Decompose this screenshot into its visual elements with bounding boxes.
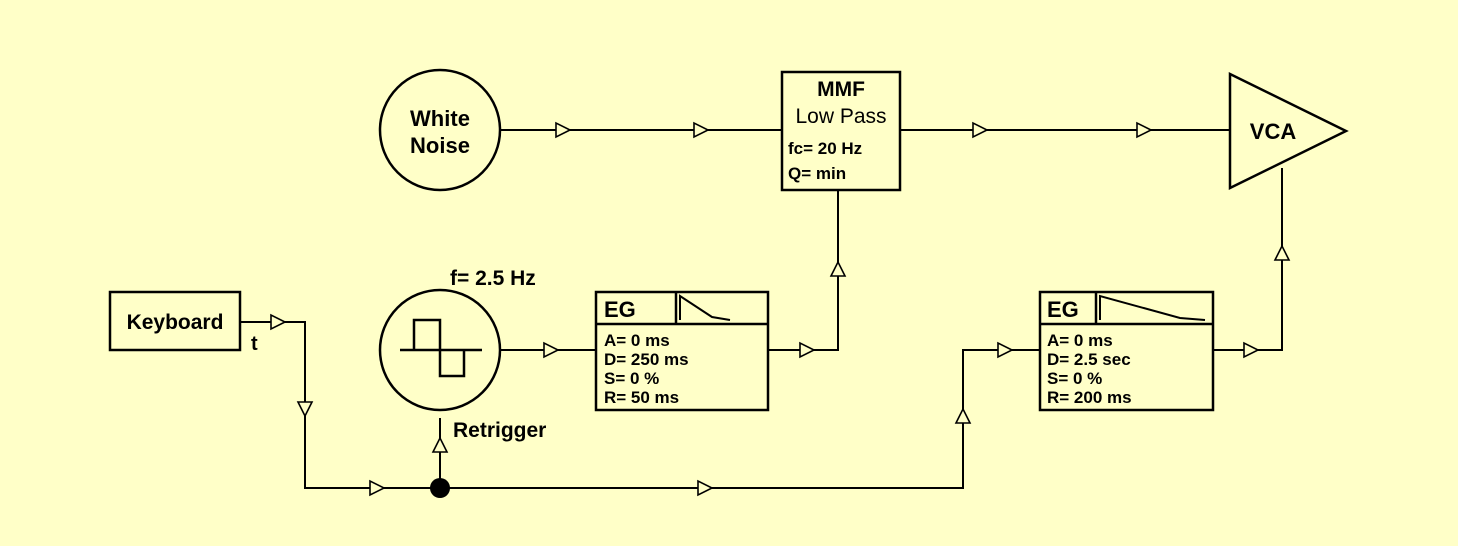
eg2-decay: D= 2.5 sec xyxy=(1047,350,1131,369)
wire-keyboard-gate xyxy=(240,321,1040,489)
arrow-down-icon xyxy=(296,401,314,418)
white-noise-label-line2: Noise xyxy=(410,133,470,158)
arrow-right-icon xyxy=(997,341,1014,359)
envelope-decay-icon xyxy=(679,294,731,321)
eg1-attack: A= 0 ms xyxy=(604,331,670,350)
eg1-decay: D= 250 ms xyxy=(604,350,689,369)
mmf-q: Q= min xyxy=(788,164,846,183)
eg1-sustain: S= 0 % xyxy=(604,369,659,388)
square-wave-icon xyxy=(400,318,482,378)
vca-label: VCA xyxy=(1250,119,1297,144)
mmf-module: MMF Low Pass fc= 20 Hz Q= min xyxy=(780,70,902,192)
arrow-right-icon xyxy=(1243,341,1260,359)
eg1-title: EG xyxy=(604,297,636,322)
arrow-right-icon xyxy=(799,341,816,359)
white-noise-module: White Noise xyxy=(378,68,502,192)
eg2-release: R= 200 ms xyxy=(1047,388,1132,407)
arrow-right-icon xyxy=(270,313,287,331)
arrow-up-icon xyxy=(829,260,847,277)
arrow-right-icon xyxy=(543,341,560,359)
eg2-module: EG A= 0 ms D= 2.5 sec S= 0 % R= 200 ms xyxy=(1038,290,1215,412)
white-noise-label-line1: White xyxy=(410,106,470,131)
lfo-retrigger-label: Retrigger xyxy=(453,419,546,442)
eg2-attack: A= 0 ms xyxy=(1047,331,1113,350)
arrow-right-icon xyxy=(693,121,710,139)
wire-eg2-to-vca xyxy=(1213,168,1283,351)
lfo-module: f= 2.5 Hz Retrigger xyxy=(378,267,546,442)
wire-eg1-to-mmf xyxy=(768,190,839,351)
envelope-decay-icon xyxy=(1099,294,1206,321)
arrow-right-icon xyxy=(1136,121,1153,139)
arrow-right-icon xyxy=(369,479,386,497)
flow-arrows xyxy=(270,121,1291,497)
keyboard-module: Keyboard t xyxy=(108,290,258,355)
arrow-right-icon xyxy=(972,121,989,139)
junction-dot xyxy=(430,478,450,498)
vca-module: VCA xyxy=(1228,71,1349,191)
eg2-title: EG xyxy=(1047,297,1079,322)
mmf-fc: fc= 20 Hz xyxy=(788,139,862,158)
eg1-module: EG A= 0 ms D= 250 ms S= 0 % R= 50 ms xyxy=(594,290,770,412)
keyboard-output-label: t xyxy=(251,333,258,355)
eg2-sustain: S= 0 % xyxy=(1047,369,1102,388)
arrow-right-icon xyxy=(697,479,714,497)
eg1-release: R= 50 ms xyxy=(604,388,679,407)
mmf-title: MMF xyxy=(817,78,865,101)
lfo-frequency: f= 2.5 Hz xyxy=(450,267,536,290)
arrow-up-icon xyxy=(1273,244,1291,261)
mmf-subtitle: Low Pass xyxy=(795,105,886,128)
arrow-up-icon xyxy=(431,436,449,453)
keyboard-label: Keyboard xyxy=(127,311,224,334)
arrow-right-icon xyxy=(555,121,572,139)
arrow-up-icon xyxy=(954,407,972,424)
